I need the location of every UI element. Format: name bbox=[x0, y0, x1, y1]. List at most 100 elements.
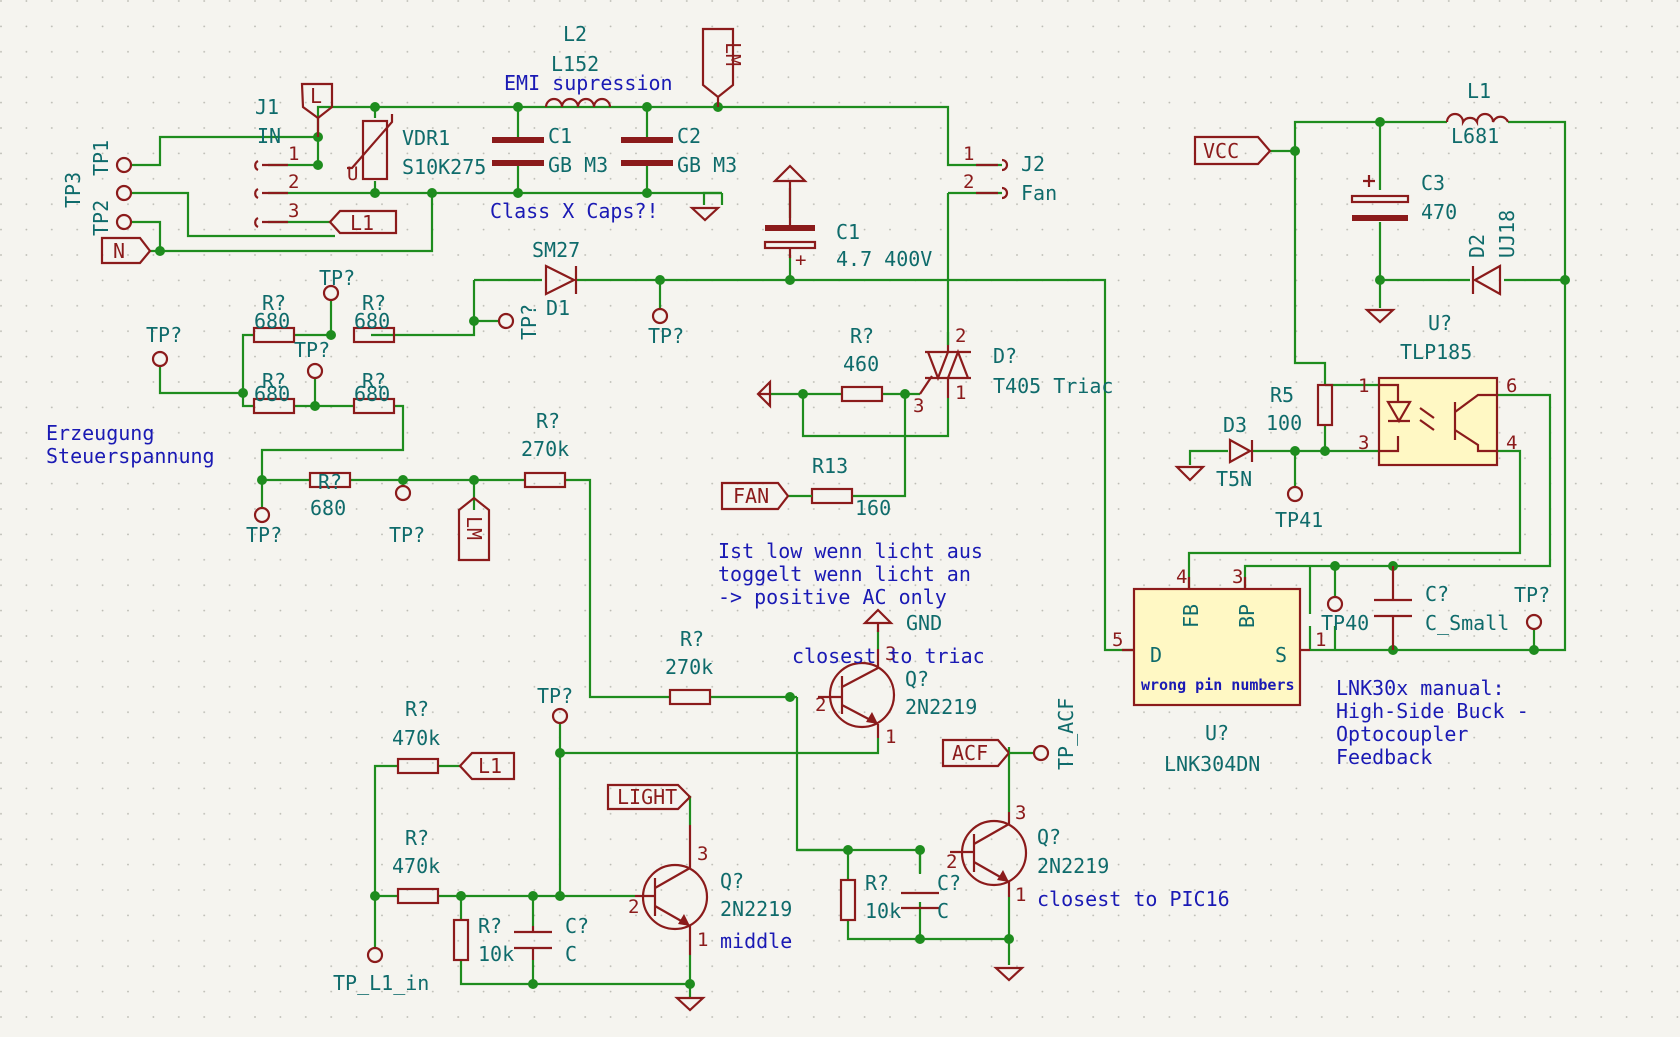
testpoint-bus[interactable]: TP? bbox=[648, 307, 684, 348]
svg-text:1: 1 bbox=[963, 143, 974, 165]
testpoint-tp1[interactable]: TP1 bbox=[89, 140, 133, 176]
testpoint-tp40[interactable]: TP40 bbox=[1321, 595, 1369, 635]
connector-j2-fan[interactable]: 1 2 J2 Fan bbox=[963, 143, 1057, 205]
svg-text:TP?: TP? bbox=[294, 338, 330, 362]
testpoint-ladder-bl[interactable]: TP? bbox=[246, 506, 282, 547]
svg-text:3: 3 bbox=[885, 643, 896, 665]
testpoint-q-middle[interactable]: TP? bbox=[537, 684, 573, 725]
svg-text:C1: C1 bbox=[548, 124, 572, 148]
svg-text:Q?: Q? bbox=[720, 869, 744, 893]
net-flag-lm-top[interactable]: LM bbox=[701, 27, 745, 107]
ground-symbol-q-pic16 bbox=[993, 966, 1025, 982]
svg-text:LM: LM bbox=[721, 42, 745, 66]
resistor-r470k-b[interactable]: R? 470k bbox=[392, 826, 440, 905]
testpoint-tp3[interactable]: TP3 bbox=[61, 172, 133, 208]
resistor-r10k-a[interactable]: R? 10k bbox=[452, 914, 514, 966]
svg-text:U: U bbox=[347, 163, 358, 185]
ground-symbol-top bbox=[689, 191, 722, 222]
svg-text:N: N bbox=[113, 239, 125, 263]
svg-text:BP: BP bbox=[1235, 604, 1259, 628]
capacitor-c2-x[interactable]: C2 GB M3 bbox=[621, 124, 737, 177]
svg-text:3: 3 bbox=[1015, 802, 1026, 824]
transistor-q-middle[interactable]: 3 1 2 Q? 2N2219 middle bbox=[628, 825, 792, 955]
capacitor-c-small[interactable]: C? C_Small bbox=[1374, 566, 1509, 650]
optocoupler-tlp185[interactable]: 1 3 6 4 U? TLP185 bbox=[1358, 311, 1517, 467]
connector-j1[interactable]: J1 IN 1 2 3 bbox=[254, 95, 299, 228]
svg-text:R?: R? bbox=[850, 324, 874, 348]
testpoint-ladder-top[interactable]: TP? bbox=[319, 266, 355, 302]
svg-text:470: 470 bbox=[1421, 200, 1457, 224]
resistor-r680-a[interactable]: R? 680 bbox=[252, 291, 296, 344]
capacitor-c-b[interactable]: C? C bbox=[901, 871, 961, 923]
net-flag-vcc[interactable]: VCC bbox=[1193, 135, 1272, 166]
transistor-q-pic16[interactable]: 3 1 2 Q? 2N2219 closest to PIC16 bbox=[946, 802, 1230, 911]
mains-input-section bbox=[130, 102, 1002, 345]
diode-d1-sm27[interactable]: SM27 D1 bbox=[532, 238, 580, 320]
svg-text:LIGHT: LIGHT bbox=[617, 785, 677, 809]
svg-text:100: 100 bbox=[1266, 411, 1302, 435]
svg-text:ACF: ACF bbox=[952, 741, 988, 765]
svg-text:J2: J2 bbox=[1021, 152, 1045, 176]
svg-text:R?: R? bbox=[680, 627, 704, 651]
control-voltage-network bbox=[158, 300, 797, 699]
resistor-r680-d[interactable]: R? 680 bbox=[352, 369, 396, 415]
resistor-r270k-b[interactable]: R? 270k bbox=[665, 627, 713, 706]
diode-d3-t5n[interactable]: D3 T5N bbox=[1216, 413, 1254, 491]
note-erzeugung-2: Steuerspannung bbox=[46, 444, 215, 468]
svg-text:680: 680 bbox=[254, 382, 290, 406]
resistor-r470k-a[interactable]: R? 470k bbox=[392, 697, 440, 775]
testpoint-acf[interactable]: TP_ACF bbox=[1032, 698, 1078, 770]
triac-d-t405[interactable]: 2 1 3 D? T405 Triac bbox=[913, 325, 1113, 417]
inductor-l1[interactable]: L1 L681 bbox=[1445, 79, 1510, 148]
testpoint-d1[interactable]: TP? bbox=[497, 304, 541, 340]
svg-text:680: 680 bbox=[310, 496, 346, 520]
svg-text:S: S bbox=[1275, 643, 1287, 667]
resistor-r270k-a[interactable]: R? 270k bbox=[521, 409, 569, 489]
svg-text:EMI supression: EMI supression bbox=[504, 71, 673, 95]
net-flag-l1-top[interactable]: L1 bbox=[328, 209, 398, 235]
testpoint-l1-in[interactable]: TP_L1_in bbox=[333, 946, 429, 995]
resistor-r10k-b[interactable]: R? 10k bbox=[839, 871, 901, 923]
svg-text:2: 2 bbox=[815, 694, 826, 716]
inductor-l2[interactable]: L2 L152 EMI supression bbox=[504, 22, 673, 108]
resistor-r680-c[interactable]: R? 680 bbox=[252, 369, 296, 415]
j1-ref: J1 bbox=[255, 95, 279, 119]
varistor-vdr1[interactable]: U VDR1 S10K275 bbox=[347, 114, 486, 185]
svg-text:GB M3: GB M3 bbox=[677, 153, 737, 177]
testpoint-right[interactable]: TP? bbox=[1514, 583, 1550, 631]
testpoint-ladder-mid[interactable]: TP? bbox=[294, 338, 330, 380]
net-flag-l1-bottom[interactable]: L1 bbox=[458, 751, 516, 781]
resistor-r5[interactable]: R5 100 bbox=[1266, 383, 1334, 435]
testpoint-ladder-bm[interactable]: TP? bbox=[389, 484, 425, 547]
net-flag-acf[interactable]: ACF bbox=[941, 738, 1034, 768]
testpoint-ladder-left[interactable]: TP? bbox=[146, 323, 182, 368]
svg-text:TP_ACF: TP_ACF bbox=[1054, 698, 1078, 770]
testpoint-tp41[interactable]: TP41 bbox=[1275, 485, 1323, 532]
svg-text:T5N: T5N bbox=[1216, 467, 1252, 491]
capacitor-c-a[interactable]: C? C bbox=[514, 914, 589, 966]
capacitor-c1-electrolytic[interactable]: + C1 4.7 400V bbox=[763, 164, 932, 271]
resistor-r460[interactable]: R? 460 bbox=[840, 324, 884, 403]
svg-text:U?: U? bbox=[1428, 311, 1452, 335]
net-flag-n[interactable]: N bbox=[100, 236, 152, 265]
svg-text:R?: R? bbox=[262, 369, 286, 393]
lnk304-converter-ic[interactable]: D S FB BP wrong pin numbers 4 3 5 1 U? L… bbox=[1112, 566, 1326, 776]
svg-text:FB: FB bbox=[1179, 604, 1203, 628]
svg-text:TP2: TP2 bbox=[89, 200, 113, 236]
gnd-flag-top-transistor[interactable]: GND bbox=[862, 608, 942, 635]
svg-text:L2: L2 bbox=[563, 22, 587, 46]
net-flag-fan[interactable]: FAN bbox=[720, 481, 790, 511]
net-flag-l[interactable]: L bbox=[300, 82, 334, 137]
net-flag-lm-mid[interactable]: LM bbox=[457, 496, 491, 562]
svg-text:R?: R? bbox=[865, 871, 889, 895]
resistor-r680-b[interactable]: R? 680 bbox=[352, 291, 396, 344]
diode-d2-uj18[interactable]: D2 UJ18 bbox=[1465, 210, 1519, 296]
svg-text:C: C bbox=[565, 942, 577, 966]
capacitor-c3[interactable]: C3 470 bbox=[1350, 171, 1457, 224]
resistor-r680-e[interactable]: R? 680 bbox=[308, 470, 352, 520]
capacitor-c1-x[interactable]: C1 GB M3 bbox=[492, 124, 608, 177]
testpoint-tp2[interactable]: TP2 bbox=[89, 200, 133, 236]
net-flag-light[interactable]: LIGHT bbox=[606, 783, 692, 811]
transistor-q-top[interactable]: 3 1 2 Q? 2N2219 bbox=[815, 643, 977, 748]
resistor-r13[interactable]: R13 160 bbox=[788, 454, 891, 520]
